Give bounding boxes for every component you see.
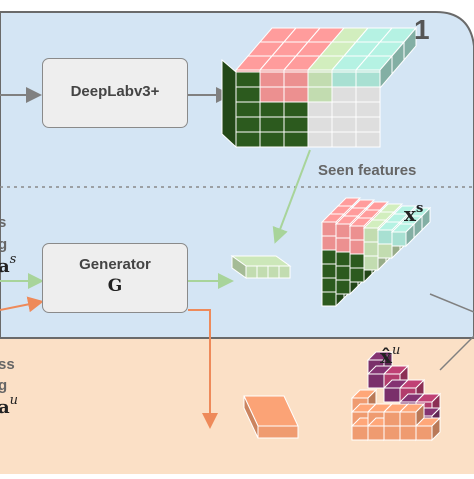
left-seen-text-2: g — [0, 236, 8, 253]
xs-label: xs — [404, 201, 424, 226]
encoder-label: DeepLabv3+ — [70, 83, 160, 100]
cube-cell-0-0-face — [235, 71, 261, 88]
cube-cell-3-2-face — [283, 116, 309, 133]
xs-0-0-3-face — [321, 263, 337, 279]
xs-0-0-1-face — [321, 235, 337, 251]
xs-0-0-0-face — [321, 221, 337, 237]
unseen-embedding-symbol: au — [0, 393, 18, 418]
cube-cell-0-5-face — [355, 71, 381, 88]
seen-feature-to-generator-arrow — [272, 149, 311, 244]
left-seen-text-1: s — [0, 214, 7, 231]
xs-0-2-0-face — [349, 225, 365, 241]
xu-tower-1-face — [367, 373, 385, 389]
cube-cell-3-4-face — [331, 116, 357, 133]
xs-0-2-3-face — [349, 267, 365, 283]
xs-0-0-2-face — [321, 249, 337, 265]
xs-to-loss-line — [429, 293, 474, 313]
cube-cell-1-1-face — [259, 86, 285, 103]
encoder-box: DeepLabv3+ — [42, 58, 188, 128]
generated-unseen-features — [350, 350, 442, 442]
orange-bar-face — [257, 425, 299, 439]
xu-slab-5-face — [383, 425, 401, 441]
panel-number: 1 — [414, 14, 430, 45]
unseen-embedding-base: a — [0, 397, 10, 418]
xu-base: x̂ — [380, 344, 392, 368]
xu-slab-2-face — [351, 425, 369, 441]
cube-cell-2-2-face — [283, 101, 309, 118]
cube-cell-1-5-face — [355, 86, 381, 103]
cube-cell-3-1-face — [259, 116, 285, 133]
cube-cell-4-3-face — [307, 131, 333, 148]
cube-cell-2-4-face — [331, 101, 357, 118]
unseen-embedding-sup: u — [9, 393, 19, 408]
xs-0-3-2-face — [363, 255, 379, 271]
left-unseen-text-1: ss — [0, 356, 15, 373]
cube-cell-2-0-face — [235, 101, 261, 118]
cube-cell-3-5-face — [355, 116, 381, 133]
generated-unseen-feature-bar — [243, 395, 299, 439]
xs-sup: s — [415, 201, 424, 216]
xs-0-1-2-face — [335, 251, 351, 267]
cube-cell-1-0-face — [235, 86, 261, 103]
xs-0-2-1-face — [349, 239, 365, 255]
cube-cell-1-4-face — [331, 86, 357, 103]
seen-embedding-base: a — [0, 256, 10, 277]
cube-cell-4-4-face — [331, 131, 357, 148]
generator-to-unseen-output-arrow — [188, 309, 218, 429]
cube-cell-2-1-face — [259, 101, 285, 118]
cube-left-side — [221, 58, 237, 149]
cube-cell-3-3-face — [307, 116, 333, 133]
xu-slab-6-face — [383, 411, 401, 427]
cube-cell-4-5-face — [355, 131, 381, 148]
cube-cell-1-2-face — [283, 86, 309, 103]
left-unseen-text-2: g — [0, 377, 8, 394]
cube-cell-0-3-face — [307, 71, 333, 88]
xs-0-2-2-face — [349, 253, 365, 269]
xu-label: x̂u — [380, 343, 401, 368]
xs-0-4-1-face — [377, 243, 393, 259]
xu-sup: u — [391, 343, 401, 358]
xu-slab-4-face — [367, 425, 385, 441]
cube-cell-0-2-face — [283, 71, 309, 88]
xs-0-0-5-face — [321, 291, 337, 307]
seen-embedding-sup: s — [9, 252, 17, 267]
cube-cell-4-0-face — [235, 131, 261, 148]
cube-cell-0-4-face — [331, 71, 357, 88]
xs-0-5-0-face — [391, 231, 407, 247]
xs-0-3-0-face — [363, 227, 379, 243]
xs-0-1-4-face — [335, 279, 351, 295]
cube-cell-3-0-face — [235, 116, 261, 133]
xu-slab-8-face — [399, 411, 417, 427]
xs-0-1-1-face — [335, 237, 351, 253]
generator-symbol: G — [107, 276, 123, 296]
seen-features-cube — [221, 26, 418, 149]
xs-base: x — [404, 202, 416, 226]
cube-cell-4-1-face — [259, 131, 285, 148]
xu-to-loss-line — [439, 335, 474, 371]
xu-slab-7-face — [399, 425, 417, 441]
xu-tower-3-face — [383, 387, 401, 403]
xs-0-3-1-face — [363, 241, 379, 257]
cube-cell-2-3-face — [307, 101, 333, 118]
generator-label: Generator — [79, 256, 151, 273]
seen-embedding-symbol: as — [0, 252, 16, 277]
unseen-embedding-arrow — [0, 296, 44, 313]
cube-cell-4-2-face — [283, 131, 309, 148]
cube-cell-2-5-face — [355, 101, 381, 118]
cube-cell-1-3-face — [307, 86, 333, 103]
generated-seen-features — [320, 197, 432, 308]
seen-features-label: Seen features — [318, 162, 417, 179]
generated-seen-feature-bar — [230, 255, 292, 279]
xs-0-1-3-face — [335, 265, 351, 281]
xs-0-4-0-face — [377, 229, 393, 245]
xs-0-1-0-face — [335, 223, 351, 239]
generator-box: Generator G — [42, 243, 188, 313]
xs-0-0-4-face — [321, 277, 337, 293]
cube-cell-0-1-face — [259, 71, 285, 88]
xu-slab-9-face — [415, 425, 433, 441]
